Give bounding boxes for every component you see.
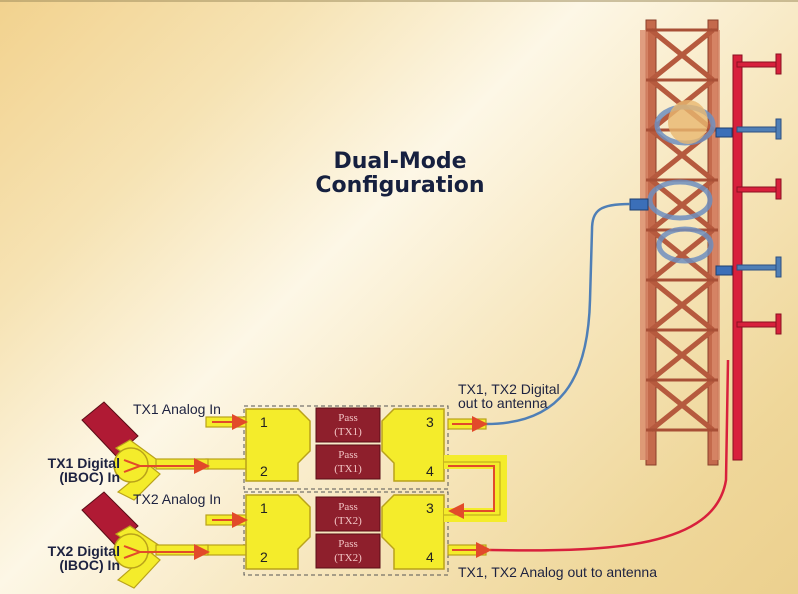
filter-label: Pass (338, 501, 358, 513)
port-number: 3 (426, 414, 434, 430)
coupler-top-left (245, 408, 311, 482)
tx1-digital-label: TX1 Digital (IBOC) In (36, 456, 120, 485)
link-flow-arrow (448, 465, 495, 519)
filter-label: Pass (338, 449, 358, 461)
tx2-digital-label: TX2 Digital (IBOC) In (36, 544, 120, 573)
digital-feed-connector (629, 198, 649, 211)
port-link (444, 455, 507, 522)
tower-lattice (640, 19, 720, 466)
filter-tx1-upper: Pass (TX1) (315, 407, 381, 443)
filter-label: (TX1) (334, 463, 362, 475)
tx1-analog-label: TX1 Analog In (133, 401, 221, 417)
tx1-digital-label-line-2: (IBOC) In (59, 469, 120, 486)
coupler-bottom-right (381, 494, 445, 570)
module-outline-top (243, 405, 449, 490)
filter-label: (TX1) (334, 426, 362, 438)
analog-antenna-mast (715, 53, 782, 461)
combiner-network: Pass (TX1) Pass (TX1) Pass (TX2) Pass (T… (205, 405, 507, 576)
title-line-1: Dual-Mode (333, 149, 467, 174)
tx1-digital-label-line-1: TX1 Digital (47, 455, 120, 471)
port-link-edge (444, 461, 501, 516)
port-number: 2 (260, 463, 268, 479)
diagram-title: Dual-Mode Configuration (300, 149, 500, 199)
port-number: 4 (426, 549, 434, 565)
analog-feed-line (489, 359, 730, 552)
tx2-digital-label-line-2: (IBOC) In (59, 557, 120, 574)
port-number: 2 (260, 549, 268, 565)
port-number: 3 (426, 500, 434, 516)
tx1-iboc-source (81, 401, 139, 457)
filter-tx1-lower: Pass (TX1) (315, 444, 381, 480)
tx1-digital-input-assembly (81, 401, 210, 501)
filter-label: Pass (338, 412, 358, 424)
digital-output-label: TX1, TX2 Digital out to antenna (458, 382, 560, 411)
tx2-digital-input-assembly (81, 491, 210, 589)
digital-feed-line (485, 202, 631, 426)
radiator-highlight (668, 100, 708, 144)
filter-label: (TX2) (334, 515, 362, 527)
title-line-2: Configuration (315, 173, 485, 199)
module-outline-bottom (243, 491, 449, 576)
coupler-top-right (381, 408, 445, 482)
digital-output-label-line-2: out to antenna (458, 395, 548, 412)
analog-output-label: TX1, TX2 Analog out to antenna (458, 564, 658, 580)
tx2-analog-label: TX2 Analog In (133, 491, 221, 507)
filter-label: Pass (338, 538, 358, 550)
port-number: 1 (260, 414, 268, 430)
digital-output-label-line-1: TX1, TX2 Digital (458, 381, 560, 397)
antenna-tower (629, 19, 782, 466)
tx1-digital-tube (205, 458, 253, 470)
tx2-digital-label-line-1: TX2 Digital (47, 543, 120, 559)
coupler-bottom-left (245, 494, 311, 570)
port-number: 4 (426, 463, 434, 479)
tx2-digital-tube (205, 544, 253, 556)
port-number: 1 (260, 500, 268, 516)
filter-tx2-lower: Pass (TX2) (315, 533, 381, 569)
filter-tx2-upper: Pass (TX2) (315, 496, 381, 532)
filter-label: (TX2) (334, 552, 362, 564)
